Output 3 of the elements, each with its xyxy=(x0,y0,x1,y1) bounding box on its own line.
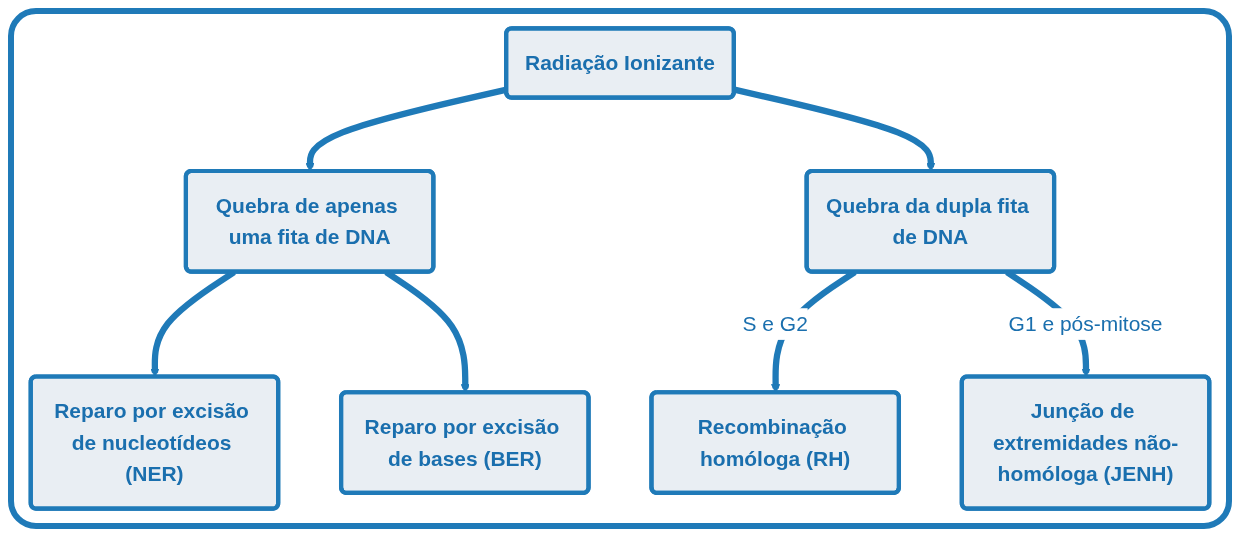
edge-label: S e G2 xyxy=(742,312,808,336)
edge-label: G1 e pós-mitose xyxy=(1008,312,1163,336)
arrow xyxy=(733,86,936,172)
